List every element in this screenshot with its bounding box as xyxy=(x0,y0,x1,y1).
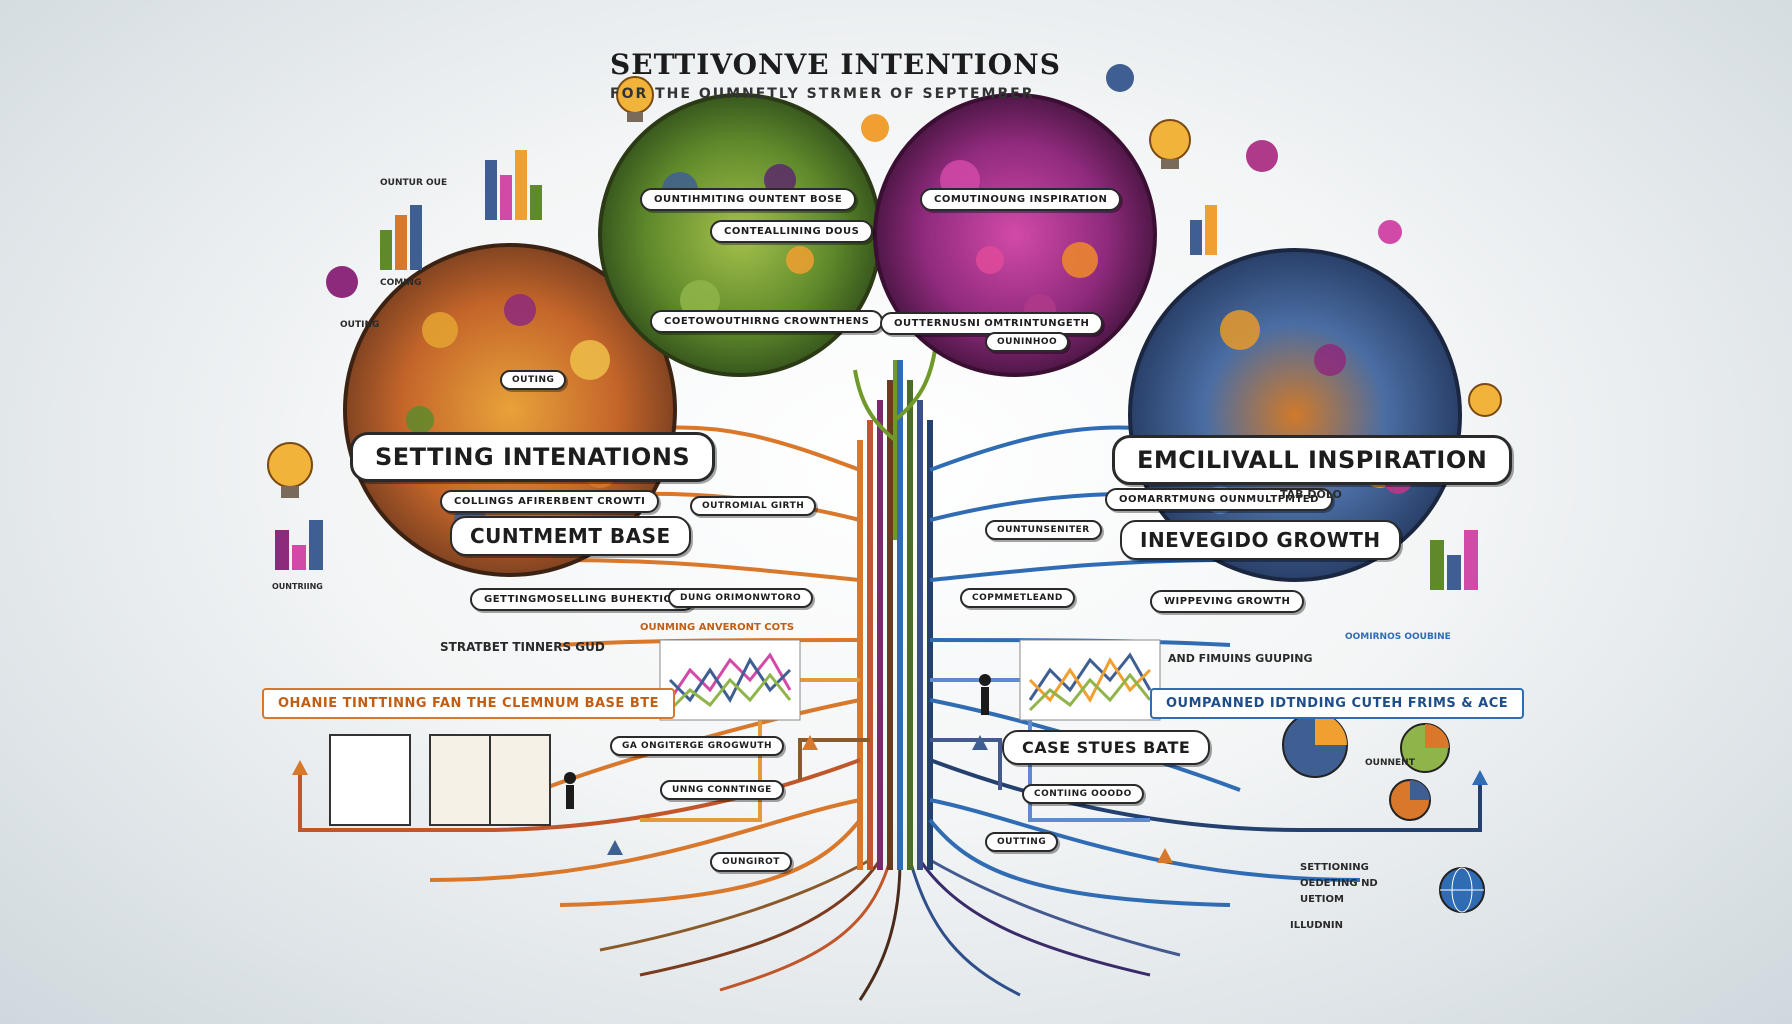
right-circle-main-label: EMCILIVALL INSPIRATION xyxy=(1112,435,1513,485)
left-line-chart xyxy=(659,639,801,721)
left-bar-chart-icon xyxy=(275,150,542,570)
bottom-right-corner-text-3: UETIOM xyxy=(1300,894,1344,905)
right-small-text: OOMIRNOS OOUBINE xyxy=(1345,632,1451,642)
bottom-right-main-label: CASE STUES BATE xyxy=(1002,730,1211,765)
right-tag: AND FIMUINS GUUPING xyxy=(1168,652,1313,665)
bottom-right-label-1: CONTIING OOODO xyxy=(1022,784,1144,804)
left-tag-1: OUNTUR OUE xyxy=(380,178,448,188)
right-circle-sublabel-1: OOMARRTMUNG OUNMULTFMTED xyxy=(1105,488,1333,511)
right-circle-sublabel-2: OUNTUNSENITER xyxy=(985,520,1102,540)
arrow-icons xyxy=(292,735,1488,863)
top-left-label-3: COETOWOUTHIRNG CROWNTHENS xyxy=(650,310,884,333)
bottom-left-label-2: UNNG CONNTINGE xyxy=(660,780,784,800)
trunk xyxy=(857,360,933,870)
page-subtitle: FOR THE OUMNETLY STRMER OF SEPTEMBER xyxy=(610,86,1035,102)
right-circle-sublabel-4: WIPPEVING GROWTH xyxy=(1150,590,1305,613)
right-line-chart xyxy=(1019,639,1161,721)
bottom-right-label-2: OUTTING xyxy=(985,832,1059,852)
right-banner: OUMPANNED IDTNDING CUTEH FRIMS & ACE xyxy=(1150,688,1525,719)
bottom-right-corner-text-1: SETTIONING xyxy=(1300,862,1369,873)
left-tag-2: COMING xyxy=(380,278,422,288)
left-circle-sublabel-2: COLLINGS AFIRERBENT CROWTI xyxy=(440,490,660,513)
left-circle-sublabel-1: OUTING xyxy=(500,370,567,390)
left-tag-3: OUTING xyxy=(340,320,380,330)
left-banner: OHANIE TINTTINNG FAN THE CLEMNUM BASE BT… xyxy=(262,688,675,719)
page-title: SETTIVONVE INTENTIONS xyxy=(610,48,1061,81)
right-bar-chart-icon xyxy=(1190,205,1478,590)
top-right-label-3: OUNINHOO xyxy=(985,332,1070,352)
left-circle-sublabel-5: GETTINGMOSELLING BUHEKTION xyxy=(470,588,696,611)
center-right-caption: COPMMETLEAND xyxy=(960,588,1075,608)
center-left-small-label: DUNG ORIMONWTORO xyxy=(668,588,814,608)
book-icon xyxy=(329,734,551,826)
right-pie-chart-icon xyxy=(1282,712,1450,821)
right-circle-sublabel-1b: TAB DOLO xyxy=(1280,488,1342,501)
bottom-right-corner-text-4: ILLUDNIN xyxy=(1290,920,1343,931)
globe-icon xyxy=(1439,867,1485,913)
roots xyxy=(599,858,1181,1001)
right-circle-sublabel-3: INEVEGIDO GROWTH xyxy=(1120,520,1401,560)
bottom-right-label-3: OUNNENT xyxy=(1365,758,1415,768)
top-left-label-1: OUNTIHMITING OUNTENT BOSE xyxy=(640,188,857,211)
bottom-left-label-3: OUNGIROT xyxy=(710,852,792,872)
left-circle-sublabel-4: OUTROMIAL GIRTH xyxy=(690,496,817,516)
left-bottom-small-text: OUNTRIING xyxy=(272,582,323,591)
lightbulb-icons xyxy=(267,76,1502,498)
top-left-label-2: CONTEALLINING DOUS xyxy=(710,220,874,243)
sapling xyxy=(853,349,937,540)
top-right-label-1: COMUTINOUNG INSPIRATION xyxy=(920,188,1122,211)
center-left-caption: OUNMING ANVERONT COTS xyxy=(640,622,795,633)
top-right-foliage-circle xyxy=(873,93,1157,377)
bottom-left-label-1: GA ONGITERGE GROGWUTH xyxy=(610,736,785,756)
left-circle-sublabel-3: CUNTMEMT BASE xyxy=(450,516,691,556)
left-circle-main-label: SETTING INTENATIONS xyxy=(350,432,716,482)
person-icons xyxy=(564,674,991,809)
strategy-caption: STRATBET TINNERS GUD xyxy=(440,640,605,654)
bottom-right-corner-text-2: OEDETING ND xyxy=(1300,878,1378,889)
